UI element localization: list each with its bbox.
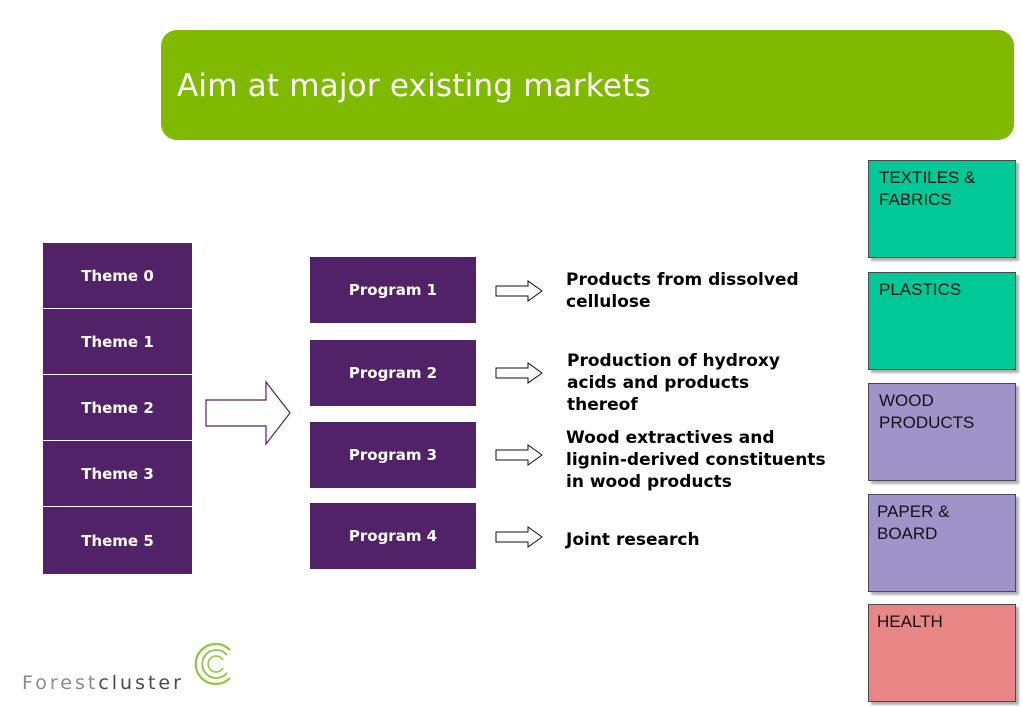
outcome-line: cellulose — [566, 292, 651, 312]
right-arrow-icon — [495, 526, 543, 548]
outcome-line: Production of hydroxy — [567, 351, 780, 371]
outcome-line: acids and products — [567, 373, 750, 393]
swirl-logo-icon — [194, 642, 231, 686]
logo-wordmark: Forestcluster — [22, 672, 184, 694]
right-arrow-icon — [495, 280, 543, 302]
outcome-2: Production of hydroxy acids and products… — [567, 350, 780, 416]
outcome-line: Products from dissolved — [566, 270, 799, 290]
outcome-line: Wood extractives and — [566, 428, 775, 448]
page-title: Aim at major existing markets — [177, 68, 651, 104]
theme-stack: Theme 0 Theme 1 Theme 2 Theme 3 Theme 5 — [43, 243, 192, 574]
market-textiles: TEXTILES & FABRICS — [868, 160, 1016, 258]
market-plastics: PLASTICS — [868, 272, 1016, 370]
right-arrow-icon — [495, 444, 543, 466]
market-label: PAPER & — [877, 502, 950, 521]
outcome-1: Products from dissolved cellulose — [566, 269, 799, 313]
market-label: PRODUCTS — [879, 413, 975, 432]
logo-text-forest: Forest — [22, 672, 99, 694]
market-label: WOOD — [879, 391, 934, 410]
theme-box-1: Theme 1 — [43, 309, 192, 375]
market-label: FABRICS — [879, 190, 952, 209]
program-box-3: Program 3 — [310, 422, 476, 488]
outcome-line: thereof — [567, 395, 638, 415]
program-box-1: Program 1 — [310, 257, 476, 323]
program-box-4: Program 4 — [310, 503, 476, 569]
theme-box-5: Theme 5 — [43, 507, 192, 574]
market-label: TEXTILES & — [879, 168, 976, 187]
theme-box-2: Theme 2 — [43, 375, 192, 441]
theme-box-3: Theme 3 — [43, 441, 192, 507]
outcome-line: Joint research — [566, 530, 700, 550]
big-right-arrow-icon — [205, 380, 291, 446]
outcome-4: Joint research — [566, 529, 700, 551]
market-label: BOARD — [877, 524, 938, 543]
market-health: HEALTH — [868, 604, 1016, 702]
title-banner: Aim at major existing markets — [161, 30, 1014, 140]
market-paper-board: PAPER & BOARD — [868, 494, 1016, 592]
outcome-line: in wood products — [566, 472, 732, 492]
program-box-2: Program 2 — [310, 340, 476, 406]
right-arrow-icon — [495, 362, 543, 384]
market-label: HEALTH — [877, 612, 943, 631]
market-label: PLASTICS — [879, 280, 962, 299]
outcome-line: lignin-derived constituents — [566, 450, 826, 470]
outcome-3: Wood extractives and lignin-derived cons… — [566, 427, 826, 493]
theme-box-0: Theme 0 — [43, 243, 192, 309]
logo-text-cluster: cluster — [98, 672, 184, 694]
market-wood-products: WOOD PRODUCTS — [868, 383, 1016, 481]
